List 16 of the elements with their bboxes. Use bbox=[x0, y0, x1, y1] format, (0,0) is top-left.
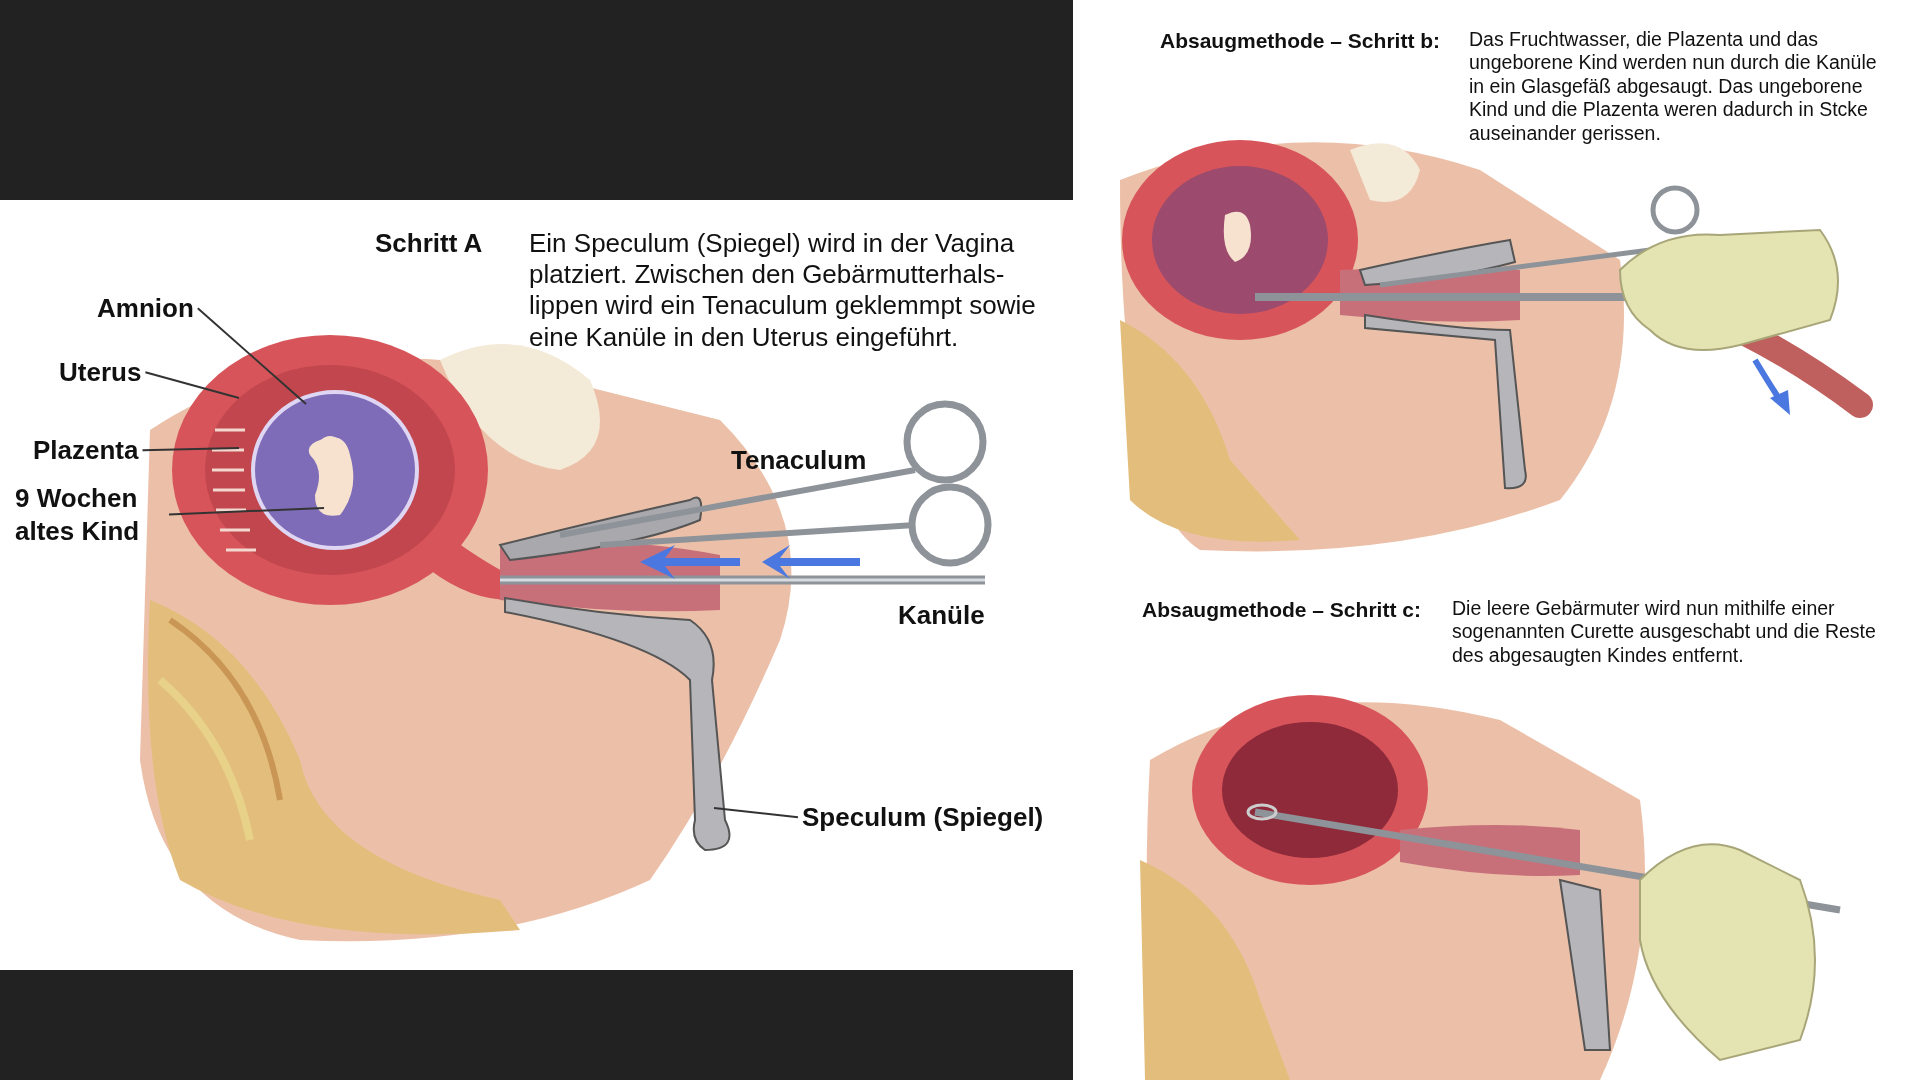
part-label: Speculum (Spiegel) bbox=[802, 801, 1044, 834]
leader-line bbox=[713, 807, 799, 819]
step-description: Ein Speculum (Spiegel) wird in der Vagina platziert. Zwischen den Gebärmutterhals- lippen wird ein Tenaculum geklemmpt sowie eine Kanüle in den Uterus eingeführt. bbox=[529, 228, 1037, 353]
part-label: 9 Wochen altes Kind bbox=[15, 482, 165, 547]
step-heading: Absaugmethode – Schritt c: bbox=[1142, 597, 1422, 623]
part-label: Tenaculum bbox=[731, 445, 868, 477]
part-label: Kanüle bbox=[898, 600, 986, 632]
part-label: Plazenta bbox=[33, 434, 139, 467]
step-heading: Schritt A bbox=[375, 228, 484, 260]
part-label: Uterus bbox=[59, 356, 142, 389]
step-description: Die leere Gebärmuter wird nun mithilfe einer sogenannten Curette ausgeschabt und die Reste des abgesaugten Kindes entfernt. bbox=[1452, 597, 1877, 668]
step-heading: Absaugmethode – Schritt b: bbox=[1160, 28, 1442, 54]
step-description: Das Fruchtwasser, die Plazenta und das ungeborene Kind werden nun durch die Kanüle in ein Glasgefäß abgesaugt. Das ungeborene Kind und die Plazenta weren dadurch in Stcke auseinander gerissen. bbox=[1469, 28, 1878, 145]
leader-line bbox=[144, 371, 240, 399]
part-label: Amnion bbox=[97, 292, 194, 325]
leader-line bbox=[196, 307, 307, 405]
